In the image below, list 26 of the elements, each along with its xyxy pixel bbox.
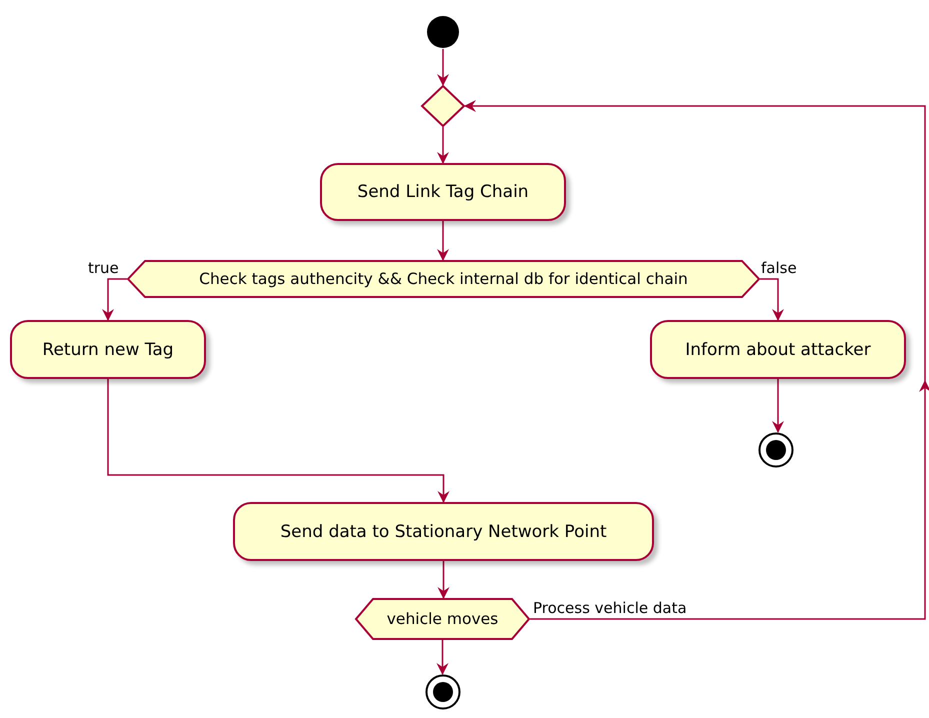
arrow <box>464 100 926 620</box>
start-node <box>426 15 460 49</box>
activity-box <box>650 320 906 379</box>
arrow <box>438 561 450 599</box>
end-node <box>425 674 461 710</box>
arrow <box>107 379 450 503</box>
activity-box <box>320 163 566 221</box>
activity-text: Send data to Stationary Network Point <box>280 522 607 542</box>
arrow <box>772 379 784 433</box>
merge-diamond <box>421 85 465 127</box>
activity-text: Inform about attacker <box>685 340 871 360</box>
arrow <box>102 278 127 321</box>
activity-box <box>233 502 654 561</box>
activity-text: Return new Tag <box>42 340 174 360</box>
arrow <box>437 127 449 164</box>
arrow <box>760 278 784 321</box>
decision-hexagon <box>355 598 530 640</box>
activity-box <box>10 320 206 379</box>
condition-text: vehicle moves <box>386 610 498 628</box>
arrow <box>437 49 449 86</box>
arrow <box>436 640 448 675</box>
condition-text: Check tags authencity && Check internal db for identical chain <box>199 270 688 288</box>
arrow <box>437 221 449 261</box>
decision-hexagon <box>127 260 760 298</box>
activity-text: Send Link Tag Chain <box>357 182 529 202</box>
end-node <box>758 432 794 468</box>
